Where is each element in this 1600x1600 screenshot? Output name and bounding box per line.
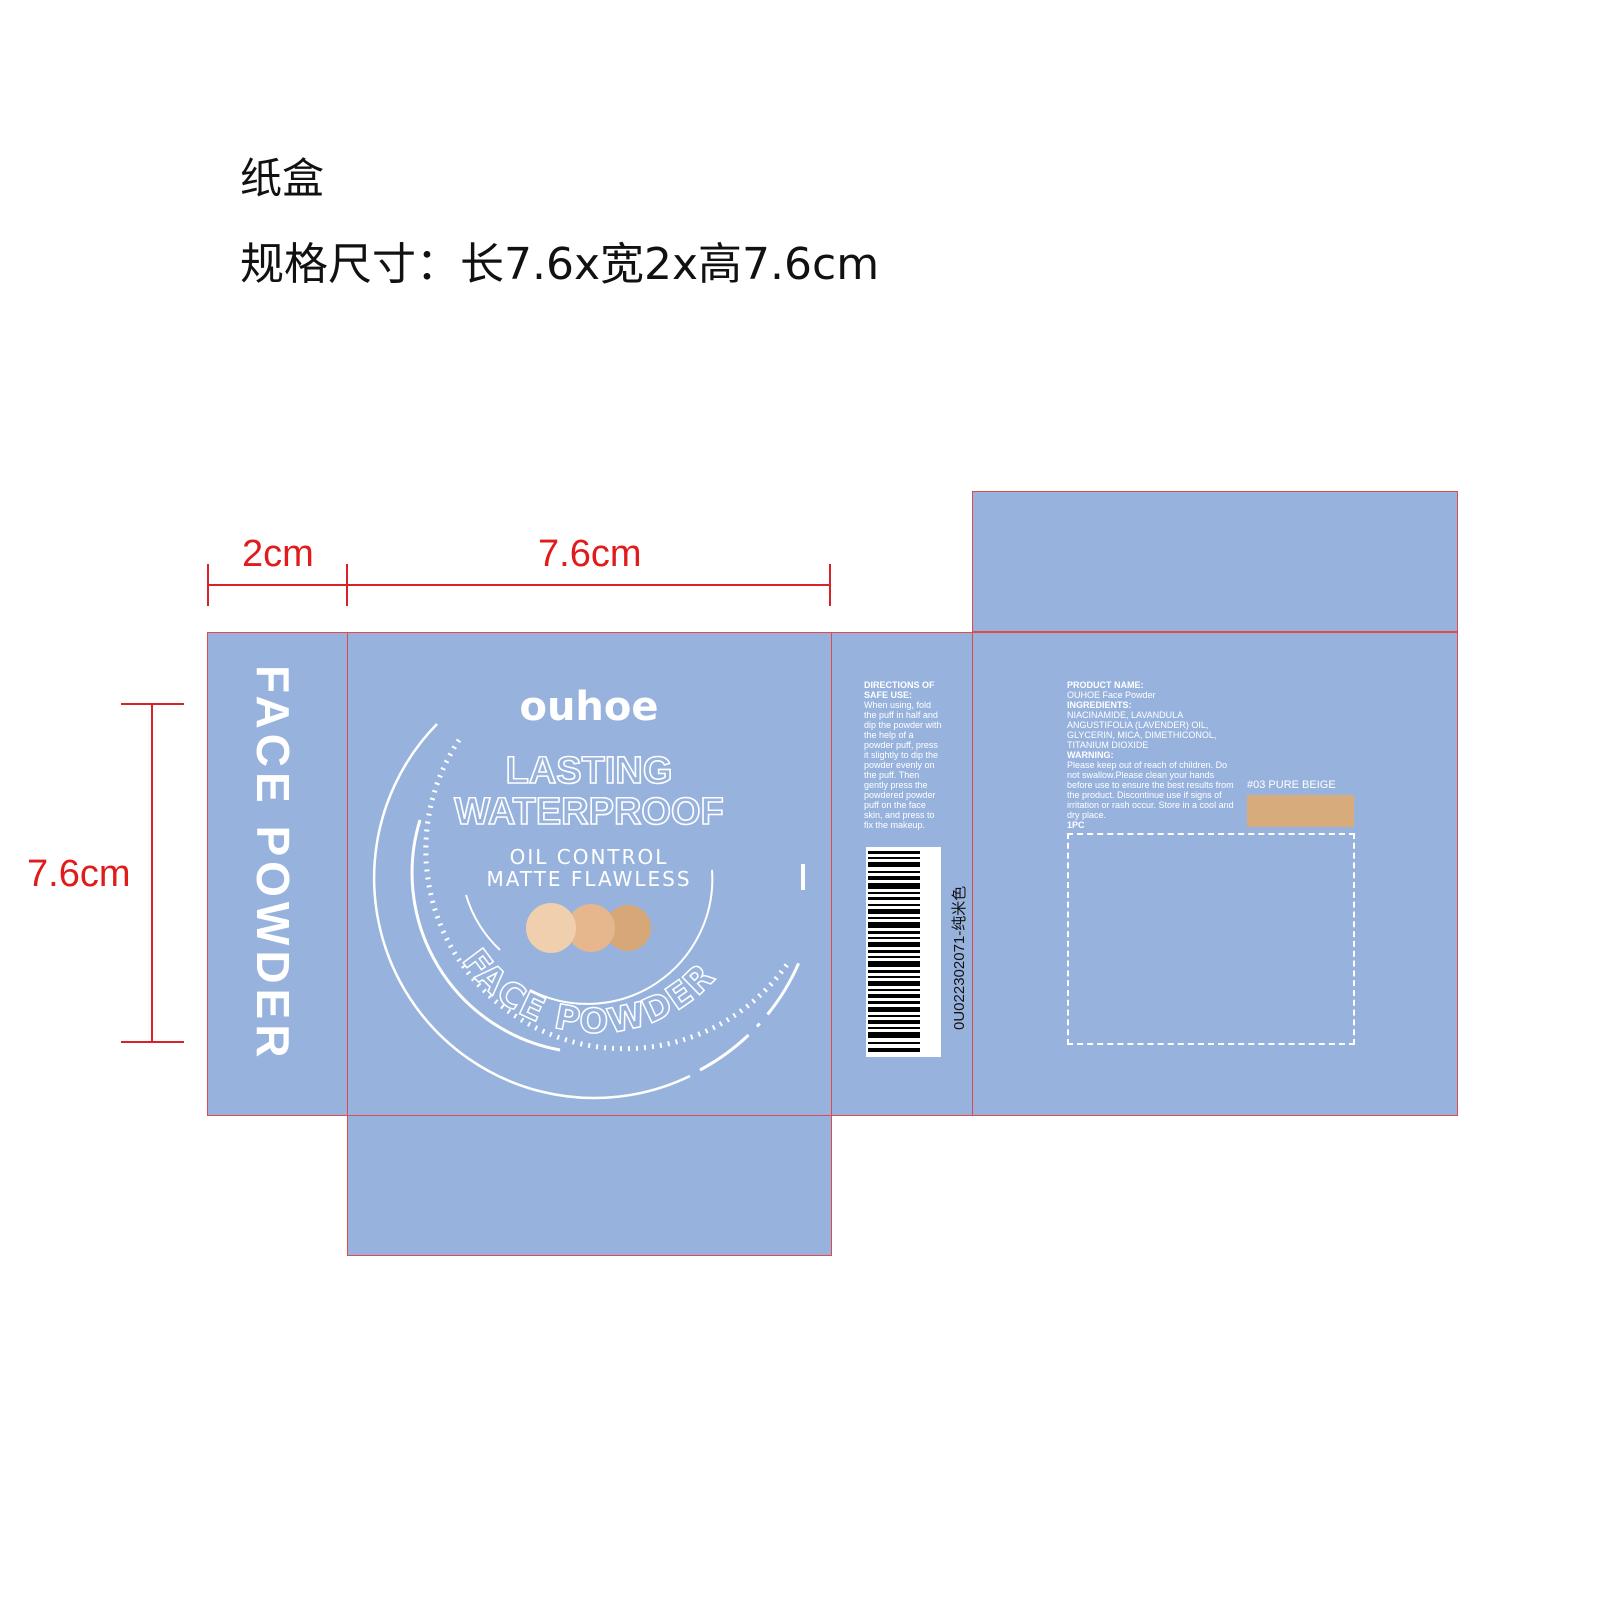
brand-logo: ouhoe [519, 684, 658, 730]
back-panel [972, 632, 1458, 1116]
barcode [866, 847, 941, 1057]
dim-tick [829, 564, 831, 606]
outer-arc [372, 723, 691, 1100]
dim-tick [346, 564, 348, 606]
barcode-bars [868, 851, 920, 1052]
swatch-1 [526, 903, 576, 953]
dotted-ring [423, 738, 793, 1052]
middle-arc [410, 819, 561, 1052]
directions-title: DIRECTIONS OF SAFE USE: [864, 680, 935, 700]
front-panel [347, 632, 832, 1116]
dim-front-width: 7.6cm [538, 533, 642, 575]
product-info-block: PRODUCT NAME: OUHOE Face Powder INGREDIE… [1067, 680, 1239, 830]
quantity: 1PC [1067, 820, 1085, 830]
swatch-2 [567, 904, 615, 952]
warning-label: WARNING: [1067, 750, 1114, 760]
directions-text: When using, fold the puff in half and di… [864, 700, 942, 830]
shade-swatch [1247, 795, 1354, 827]
ingredients-text: NIACINAMIDE, LAVANDULA ANGUSTIFOLIA (LAV… [1067, 710, 1217, 750]
inner-arc-left [465, 894, 501, 951]
product-name-label: PRODUCT NAME: [1067, 680, 1144, 690]
bottom-flap [347, 1115, 832, 1256]
product-name: OUHOE Face Powder [1067, 690, 1156, 700]
dim-line-horizontal [208, 584, 831, 586]
directions-block: DIRECTIONS OF SAFE USE: When using, fold… [864, 680, 944, 830]
outer-arc-dashes [699, 959, 802, 1072]
claim-oil-control: OIL CONTROL [510, 845, 669, 869]
dim-side-width: 2cm [242, 533, 314, 575]
dim-tick [121, 703, 184, 705]
inner-arc-right [529, 869, 714, 1005]
side-panel-left [207, 632, 348, 1116]
top-flap [972, 491, 1458, 632]
headline-lasting: LASTING [506, 750, 673, 792]
claim-matte: MATTE FLAWLESS [486, 867, 691, 891]
curved-face-powder: FACE POWDER [453, 941, 722, 1043]
spec-label: 规格尺寸：长7.6x宽2x高7.6cm [240, 239, 880, 290]
dim-line-vertical [151, 703, 153, 1043]
headline-waterproof: WATERPROOF [454, 791, 724, 833]
ingredients-label: INGREDIENTS: [1067, 700, 1132, 710]
barcode-number: 0U022302071-纯米色 [951, 885, 968, 1030]
svg-text:FACE POWDER: FACE POWDER [454, 942, 724, 1042]
warning-text: Please keep out of reach of children. Do… [1067, 760, 1234, 820]
dim-tick [121, 1041, 184, 1043]
window-cutout [1067, 833, 1355, 1045]
page-title: 纸盒 [240, 154, 325, 203]
dim-tick [207, 564, 209, 606]
swatch-3 [605, 905, 651, 951]
shade-label: #03 PURE BEIGE [1247, 779, 1336, 791]
dim-height: 7.6cm [27, 853, 131, 895]
